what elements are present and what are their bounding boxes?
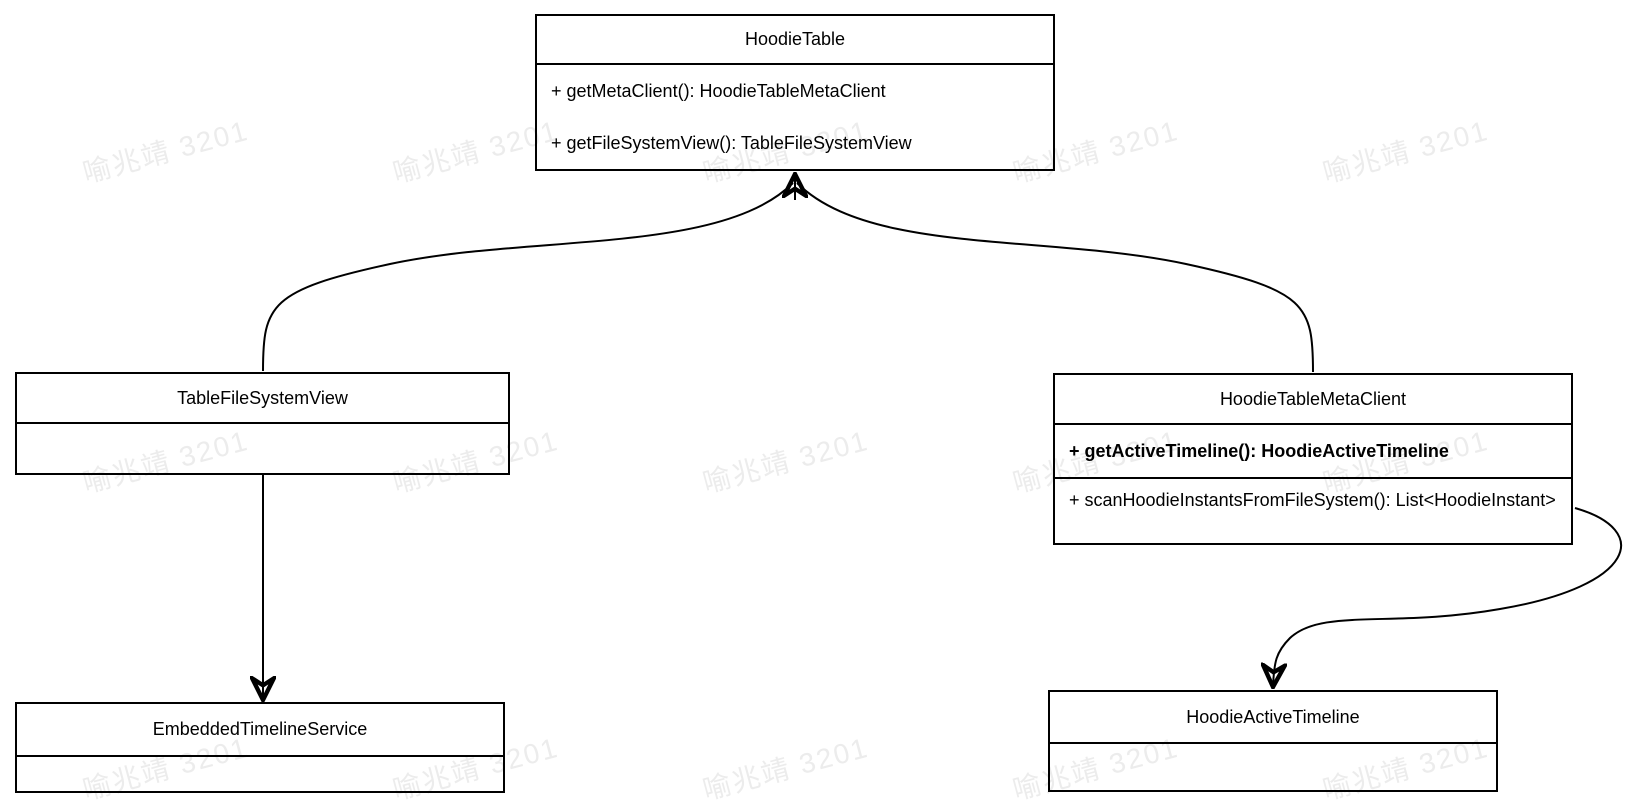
method-scanhoodieinstantsfromfilesystem: + scanHoodieInstantsFromFileSystem(): Li… — [1069, 490, 1556, 510]
class-node-embeddedtimelineservice[interactable]: EmbeddedTimelineService — [15, 702, 505, 793]
class-title-hoodieactivetimeline: HoodieActiveTimeline — [1050, 692, 1496, 744]
class-title-hoodietablemetaclient: HoodieTableMetaClient — [1055, 375, 1571, 425]
class-title-hoodietable: HoodieTable — [537, 16, 1053, 65]
class-node-hoodietable[interactable]: HoodieTable + getMetaClient(): HoodieTab… — [535, 14, 1055, 171]
class-title-embeddedtimelineservice: EmbeddedTimelineService — [17, 704, 503, 757]
class-title-tablefilesystemview: TableFileSystemView — [17, 374, 508, 424]
watermark-text: 喻兆靖 3201 — [699, 424, 872, 499]
method-getactivetimeline: + getActiveTimeline(): HoodieActiveTimel… — [1055, 425, 1571, 479]
method-getfilesystemview: + getFileSystemView(): TableFileSystemVi… — [551, 132, 912, 153]
watermark-text: 喻兆靖 3201 — [79, 114, 252, 189]
class-node-hoodietablemetaclient[interactable]: HoodieTableMetaClient + getActiveTimelin… — [1053, 373, 1573, 545]
watermark-text: 喻兆靖 3201 — [699, 731, 872, 806]
class-node-tablefilesystemview[interactable]: TableFileSystemView — [15, 372, 510, 475]
method-getmetaclient: + getMetaClient(): HoodieTableMetaClient — [551, 80, 886, 101]
watermark-text: 喻兆靖 3201 — [1319, 114, 1492, 189]
class-node-hoodieactivetimeline[interactable]: HoodieActiveTimeline — [1048, 690, 1498, 792]
